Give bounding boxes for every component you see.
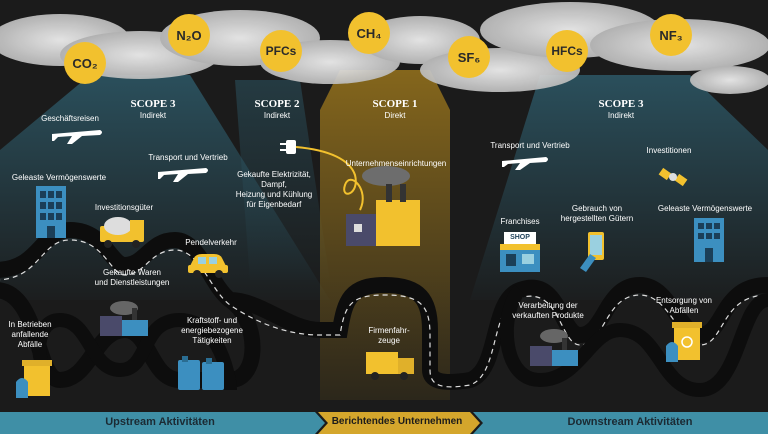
road-right-drop [499,285,768,398]
label-entsorgung: Entsorgung von Abfällen [655,296,713,315]
downstream-band-label: Downstream Aktivitäten [567,416,693,428]
satellite-icon [658,167,688,187]
road-center-line [0,239,768,388]
gas-n2o-circle: N₂O [168,14,210,56]
car-icon [188,254,228,278]
label-firmenfahrzeuge: Firmenfahr- zeuge [368,326,410,345]
building-icon [694,218,724,262]
cement-truck-icon [100,217,144,248]
scope1-title: SCOPE 1 [372,98,418,110]
plug-icon [280,140,296,154]
label-kraftstoff: Kraftstoff- und energiebezogene Tätigkei… [181,316,243,345]
shop-icon [500,232,540,272]
road-lower-loop [32,312,237,391]
delivery-truck-icon [366,352,414,380]
label-franchises: Franchises [500,217,540,226]
shop-sign-text: SHOP [510,234,530,241]
gas-sf6-circle: SF₆ [448,36,490,78]
airplane-icon [158,168,208,182]
label-pendelverkehr: Pendelverkehr [185,238,237,247]
factory-icon [100,301,148,336]
label-elektrizitaet: Gekaufte Elektrizität, Dampf, Heizung un… [235,170,313,209]
downstream-band [473,412,768,434]
label-geschaeftsreisen: Geschäftsreisen [41,114,99,123]
gas-co2-circle: CO₂ [64,42,106,84]
reporting-band [318,412,480,434]
label-geleaste-rechts: Geleaste Vermögenswerte [657,204,753,213]
scope2-beam [235,80,330,280]
factory-icon [346,166,420,246]
smartphone-icon [580,232,604,272]
scope3-right-title: SCOPE 3 [598,98,644,110]
scope3-right-beam [470,75,768,300]
reporting-band-label: Berichtendes Unternehmen [331,416,463,427]
label-gebrauch: Gebrauch von hergestellten Gütern [560,204,634,223]
label-abfaelle-links: In Betrieben anfallende Abfälle [8,320,52,349]
label-gekaufte-waren: Gekaufte Waren und Dienstleistungen [94,268,170,287]
gas-hfcs-circle: HFCs [546,30,588,72]
airplane-icon [52,130,102,144]
gas-nf3-circle: NF₃ [650,14,692,56]
scope3-right-sub: Indirekt [607,111,635,120]
label-geleaste-links: Geleaste Vermögenswerte [11,173,107,182]
upstream-band [0,412,325,434]
label-transport-links: Transport und Vertrieb [148,153,228,162]
scope2-title: SCOPE 2 [254,98,300,110]
scope2-sub: Indirekt [263,111,291,120]
label-investitionen: Investitionen [646,146,692,155]
road [0,221,768,390]
trash-bin-icon [16,360,52,398]
plug-cable [295,146,364,211]
building-icon [36,186,66,238]
label-verarbeitung: Verarbeitung der verkauften Produkte [512,301,584,320]
upstream-band-label: Upstream Aktivitäten [105,416,215,428]
label-investitionsgueter: Investitionsgüter [94,203,154,212]
trash-bin-icon [666,322,702,362]
fuel-canister-icon [178,356,224,390]
airplane-icon [502,157,548,170]
scope3-left-sub: Indirekt [139,111,167,120]
label-transport-rechts: Transport und Vertrieb [490,141,570,150]
label-unternehmenseinrichtungen: Unternehmenseinrichtungen [345,159,447,168]
factory-icon [530,329,578,366]
gas-ch4-circle: CH₄ [348,12,390,54]
scope3-left-title: SCOPE 3 [130,98,176,110]
scope1-sub: Direkt [384,111,406,120]
gas-pfcs-circle: PFCs [260,30,302,72]
